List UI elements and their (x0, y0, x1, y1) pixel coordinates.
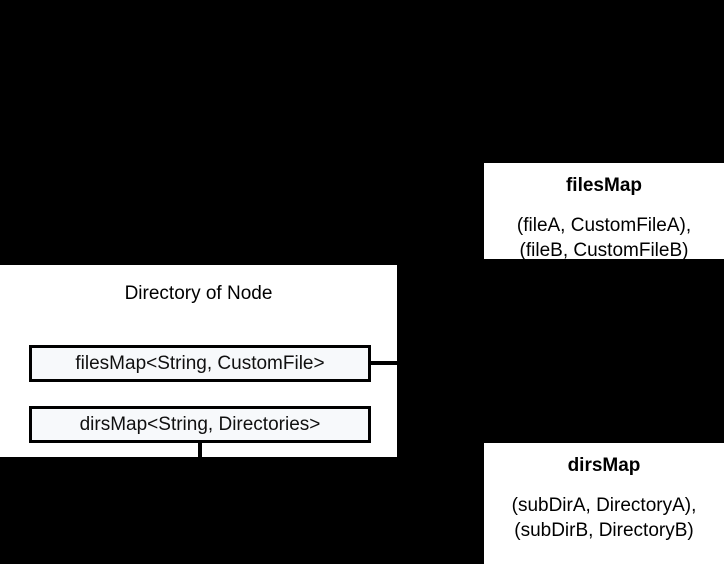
field-filesMap[interactable]: filesMap<String, CustomFile> (29, 345, 371, 382)
connector-filesMap-to-note (371, 361, 400, 365)
note-dirsMap-entry-1: (subDirA, DirectoryA), (511, 495, 697, 516)
class-box-title: Directory of Node (124, 283, 273, 304)
field-dirsMap-label: dirsMap<String, Directories> (79, 413, 321, 435)
note-dirsMap-title: dirsMap (567, 455, 641, 476)
note-filesMap-entry-1: (fileA, CustomFileA), (516, 215, 692, 236)
field-dirsMap[interactable]: dirsMap<String, Directories> (29, 406, 371, 443)
class-box-directory-of-node: Directory of Node filesMap<String, Custo… (0, 262, 400, 463)
field-filesMap-label: filesMap<String, CustomFile> (75, 352, 325, 374)
note-box-dirsMap: dirsMap (subDirA, DirectoryA), (subDirB,… (481, 440, 724, 564)
note-box-filesMap: filesMap (fileA, CustomFileA), (fileB, C… (481, 160, 724, 262)
note-dirsMap-entry-2: (subDirB, DirectoryB) (514, 520, 694, 541)
note-filesMap-body: (fileA, CustomFileA), (fileB, CustomFile… (484, 213, 724, 263)
note-filesMap-entry-2: (fileB, CustomFileB) (519, 240, 689, 261)
connector-dirsMap-to-note (198, 440, 202, 463)
note-dirsMap-body: (subDirA, DirectoryA), (subDirB, Directo… (484, 493, 724, 543)
note-filesMap-title: filesMap (565, 175, 643, 196)
